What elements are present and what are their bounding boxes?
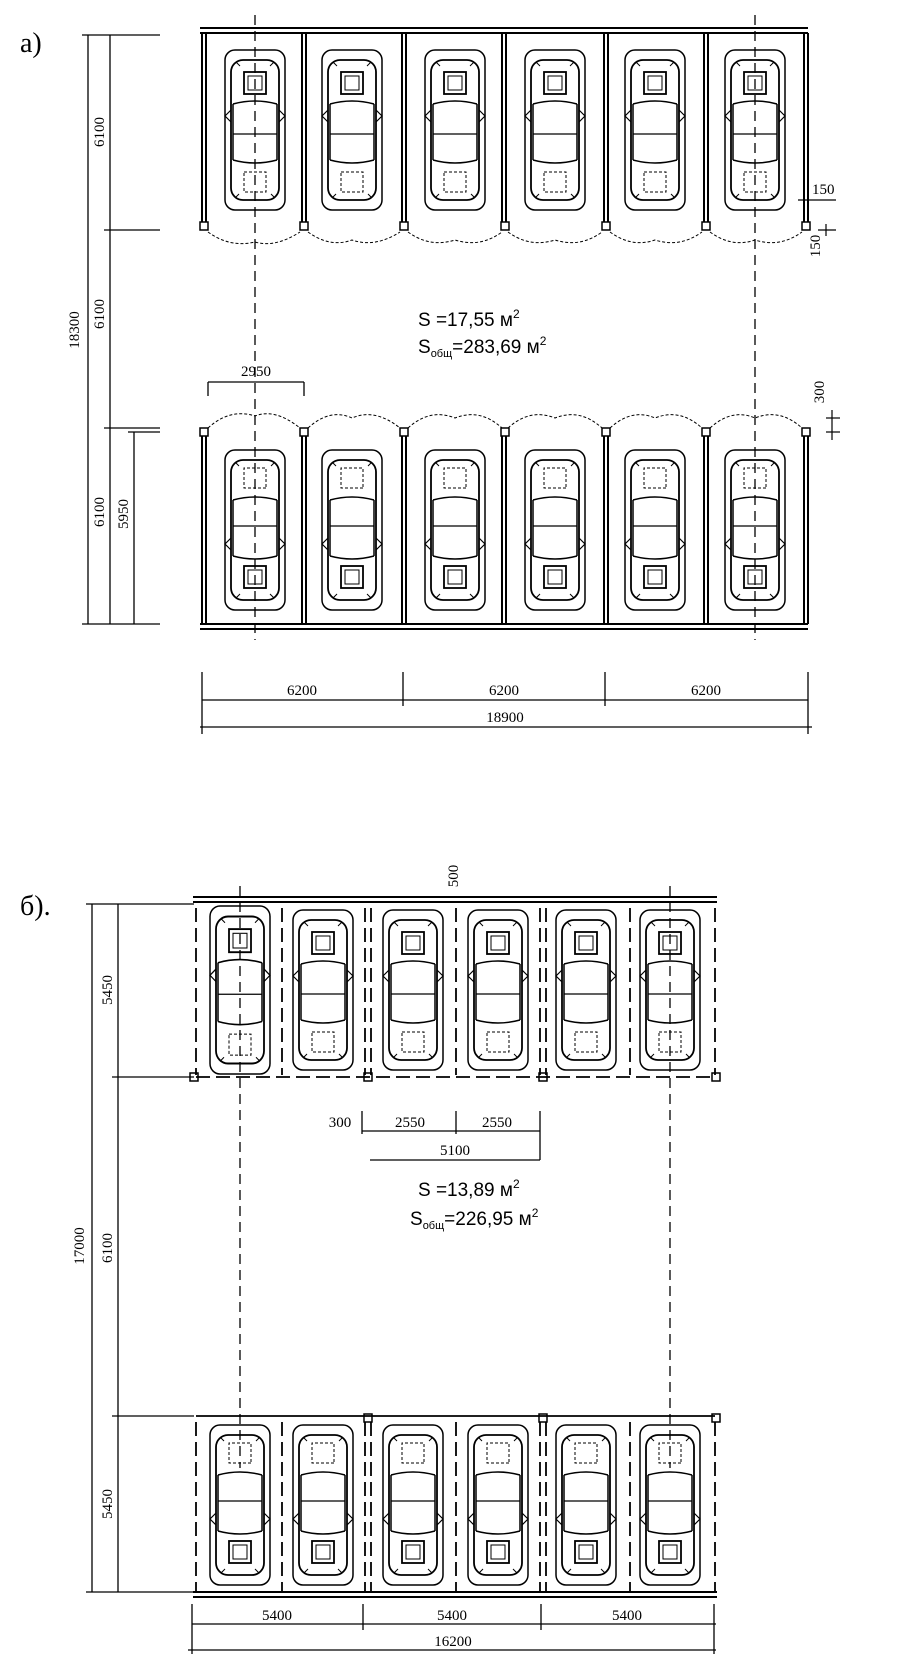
layout-b-bottom-wall bbox=[193, 1591, 717, 1598]
layout-a-left-dimensions bbox=[82, 34, 160, 625]
car-icon bbox=[382, 909, 444, 1071]
layout-a-bottom-dimensions bbox=[200, 672, 812, 734]
dim-offset-top-2: 150 bbox=[808, 235, 824, 258]
car-icon bbox=[556, 1425, 616, 1585]
layout-a-top-wall bbox=[200, 27, 808, 34]
dim-bay-top: 6100 bbox=[92, 117, 108, 147]
car-icon bbox=[624, 49, 686, 211]
layout-b-top-wall bbox=[193, 896, 717, 903]
dim-stall-2: 2550 bbox=[482, 1115, 512, 1131]
dim-top-offset: 500 bbox=[446, 865, 462, 888]
layout-a-right-dims bbox=[798, 199, 840, 440]
dim-b-overall-width: 16200 bbox=[434, 1634, 472, 1650]
car-icon bbox=[468, 1425, 528, 1585]
layout-b-label: б). bbox=[20, 891, 51, 922]
svg-text:Sобщ=283,69 м2: Sобщ=283,69 м2 bbox=[418, 334, 547, 360]
layout-b-area-total: Sобщ=226,95 м2 bbox=[410, 1206, 539, 1232]
car-icon bbox=[321, 49, 383, 211]
layout-a-bottom-dividers bbox=[201, 436, 809, 624]
dim-gap: 300 bbox=[329, 1115, 352, 1131]
dim-b-aisle: 6100 bbox=[100, 1233, 116, 1263]
svg-text:S =17,55 м2: S =17,55 м2 bbox=[418, 307, 520, 331]
layout-b: б). 500 bbox=[20, 865, 721, 1654]
layout-a-top-door-swings bbox=[207, 231, 803, 245]
layout-b-area-single: S =13,89 м2 bbox=[418, 1177, 520, 1201]
dim-overall-width: 18900 bbox=[486, 710, 524, 726]
layout-a-area-single: S =17,55 м2 bbox=[418, 307, 520, 331]
car-icon bbox=[292, 909, 354, 1071]
car-icon bbox=[555, 909, 617, 1071]
dim-span-2: 6200 bbox=[489, 683, 519, 699]
layout-b-top-dividers bbox=[195, 908, 716, 1075]
dim-offset-top-1: 150 bbox=[812, 182, 835, 198]
layout-a-top-columns bbox=[199, 221, 811, 231]
layout-b-left-dimensions bbox=[86, 903, 194, 1593]
layout-a-bottom-wall bbox=[200, 623, 808, 630]
layout-b-bottom-dimensions bbox=[188, 1604, 716, 1654]
dim-b-overall-height: 17000 bbox=[72, 1227, 88, 1265]
car-icon bbox=[322, 450, 382, 610]
layout-a-axis-lines bbox=[254, 15, 756, 640]
layout-a-stall-width-dim bbox=[207, 381, 305, 396]
car-icon bbox=[383, 1425, 443, 1585]
dim-span-3: 6200 bbox=[691, 683, 721, 699]
dim-stall-width: 2950 bbox=[241, 364, 271, 380]
layout-a-bottom-door-swings bbox=[207, 413, 803, 429]
dim-pair-width: 5100 bbox=[440, 1143, 470, 1159]
svg-text:S =13,89 м2: S =13,89 м2 bbox=[418, 1177, 520, 1201]
dim-span-1: 6200 bbox=[287, 683, 317, 699]
dim-bay-bottom: 6100 bbox=[92, 497, 108, 527]
dim-b-span-3: 5400 bbox=[612, 1608, 642, 1624]
car-icon bbox=[425, 450, 485, 610]
dim-offset-bottom: 300 bbox=[812, 381, 828, 404]
layout-b-top-cars bbox=[209, 905, 701, 1075]
car-icon bbox=[524, 49, 586, 211]
car-icon bbox=[424, 49, 486, 211]
car-icon bbox=[525, 450, 585, 610]
layout-a-area-total: Sобщ=283,69 м2 bbox=[418, 334, 547, 360]
dim-b-bay-top: 5450 bbox=[100, 975, 116, 1005]
layout-a: а) bbox=[20, 15, 840, 734]
layout-b-axis-lines bbox=[239, 886, 671, 1468]
svg-text:Sобщ=226,95 м2: Sобщ=226,95 м2 bbox=[410, 1206, 539, 1232]
car-icon bbox=[625, 450, 685, 610]
layout-a-label: а) bbox=[20, 28, 42, 59]
car-icon bbox=[293, 1425, 353, 1585]
layout-b-bottom-dividers bbox=[195, 1422, 716, 1592]
dim-stall-1: 2550 bbox=[395, 1115, 425, 1131]
layout-b-bottom-cars bbox=[210, 1425, 700, 1585]
layout-b-aisle-dims bbox=[361, 1111, 541, 1161]
layout-a-top-dividers bbox=[201, 33, 809, 222]
dim-aisle: 6100 bbox=[92, 299, 108, 329]
dim-overall-height: 18300 bbox=[67, 311, 83, 349]
dim-b-span-2: 5400 bbox=[437, 1608, 467, 1624]
car-icon bbox=[467, 909, 529, 1071]
dim-b-span-1: 5400 bbox=[262, 1608, 292, 1624]
dim-b-bay-bottom: 5450 bbox=[100, 1489, 116, 1519]
layout-a-bottom-columns bbox=[199, 427, 811, 437]
dim-bay-bottom-inner: 5950 bbox=[116, 499, 132, 529]
